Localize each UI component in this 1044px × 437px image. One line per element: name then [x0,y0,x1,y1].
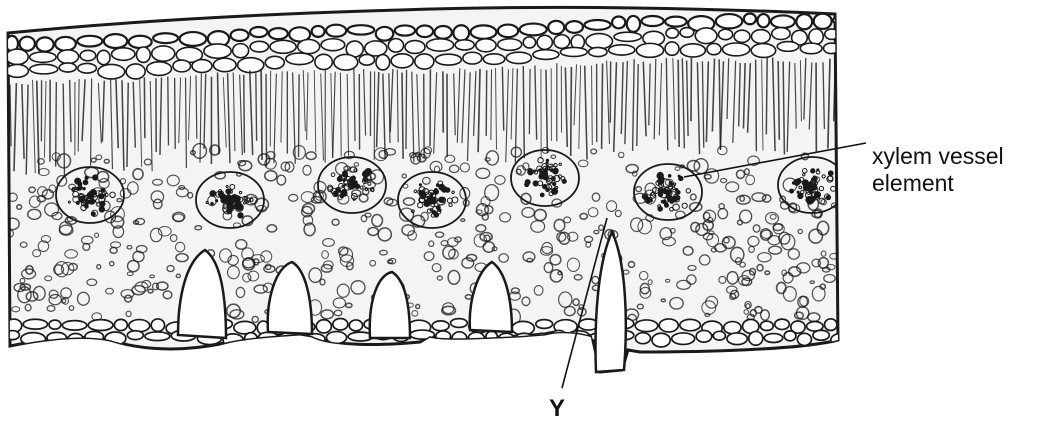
xylem-label-line-2: element [872,170,1004,197]
y-label: Y [549,395,565,422]
xylem-label-line-1: xylem vessel [872,143,1004,170]
leaf-tissue [6,7,863,372]
xylem-vessel-label: xylem vessel element [872,143,1004,197]
